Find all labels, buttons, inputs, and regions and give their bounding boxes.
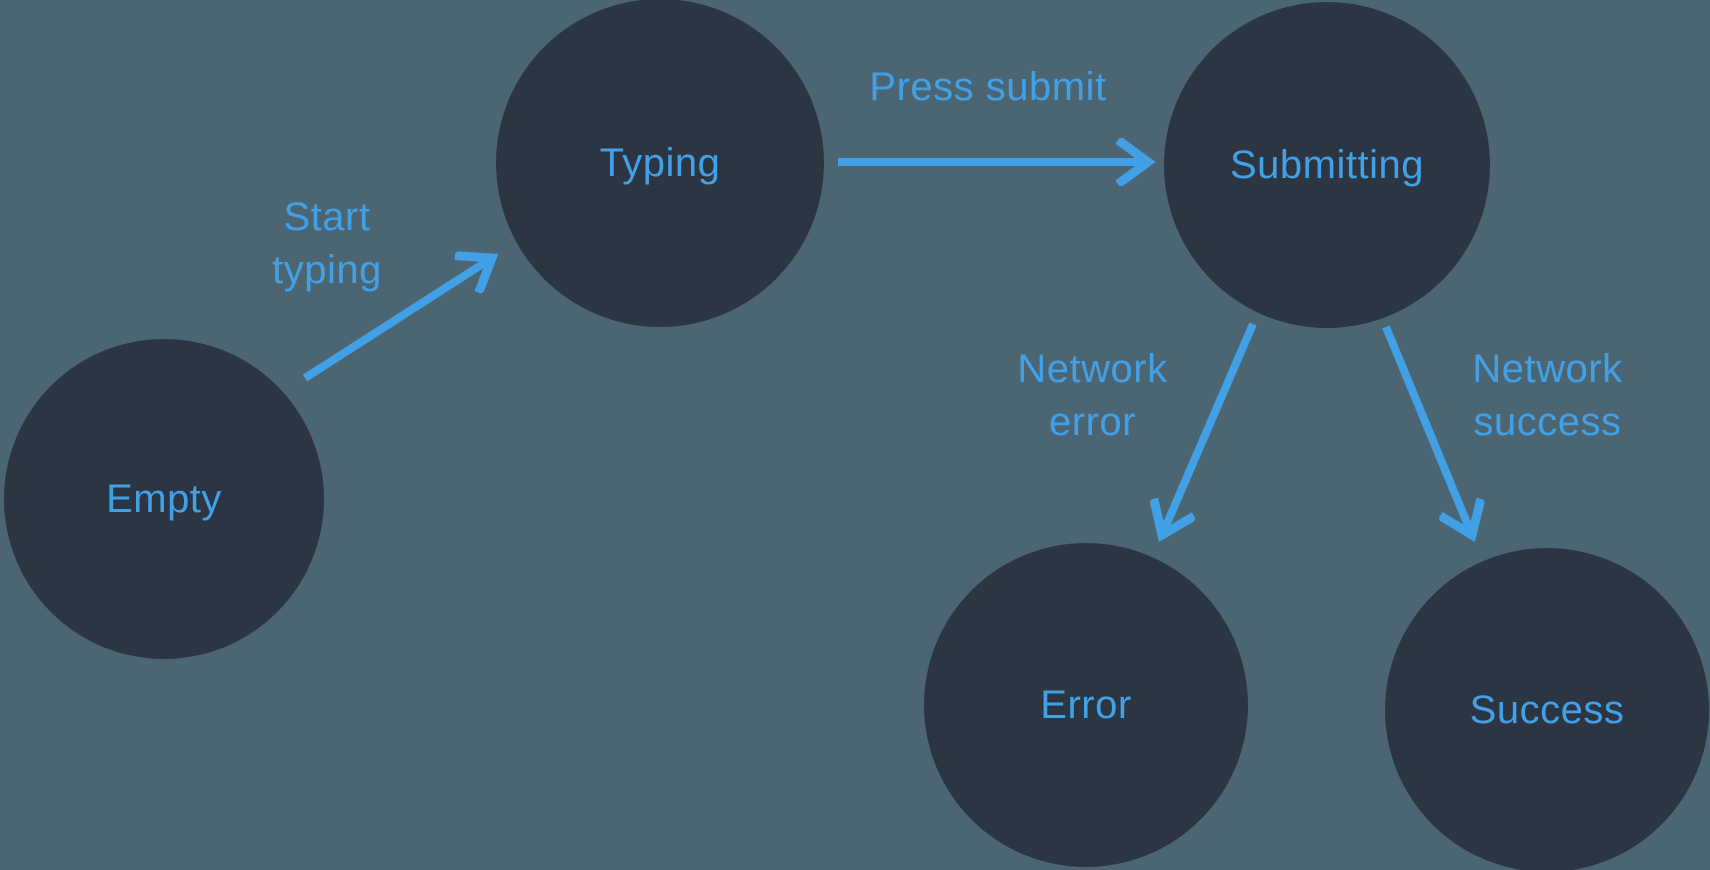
transition-label-press-submit: Press submit <box>869 65 1107 109</box>
state-node-success: Success <box>1385 548 1709 870</box>
transition-label-network-success: Network success <box>1472 347 1623 444</box>
edge-submitting-to-error <box>1162 322 1257 535</box>
state-node-submitting: Submitting <box>1164 2 1490 328</box>
transition-label-start-typing: Start typing <box>272 195 382 292</box>
state-label-success: Success <box>1469 687 1625 732</box>
state-label-empty: Empty <box>106 476 222 521</box>
edge-empty-to-typing <box>302 258 492 382</box>
state-node-typing: Typing <box>496 0 824 327</box>
state-node-error: Error <box>924 543 1248 867</box>
state-label-submitting: Submitting <box>1230 142 1424 187</box>
transition-label-network-error: Network error <box>1017 347 1168 444</box>
edge-submitting-to-success <box>1382 325 1472 535</box>
state-label-error: Error <box>1040 682 1132 727</box>
state-node-empty: Empty <box>4 339 324 659</box>
state-label-typing: Typing <box>599 140 721 185</box>
